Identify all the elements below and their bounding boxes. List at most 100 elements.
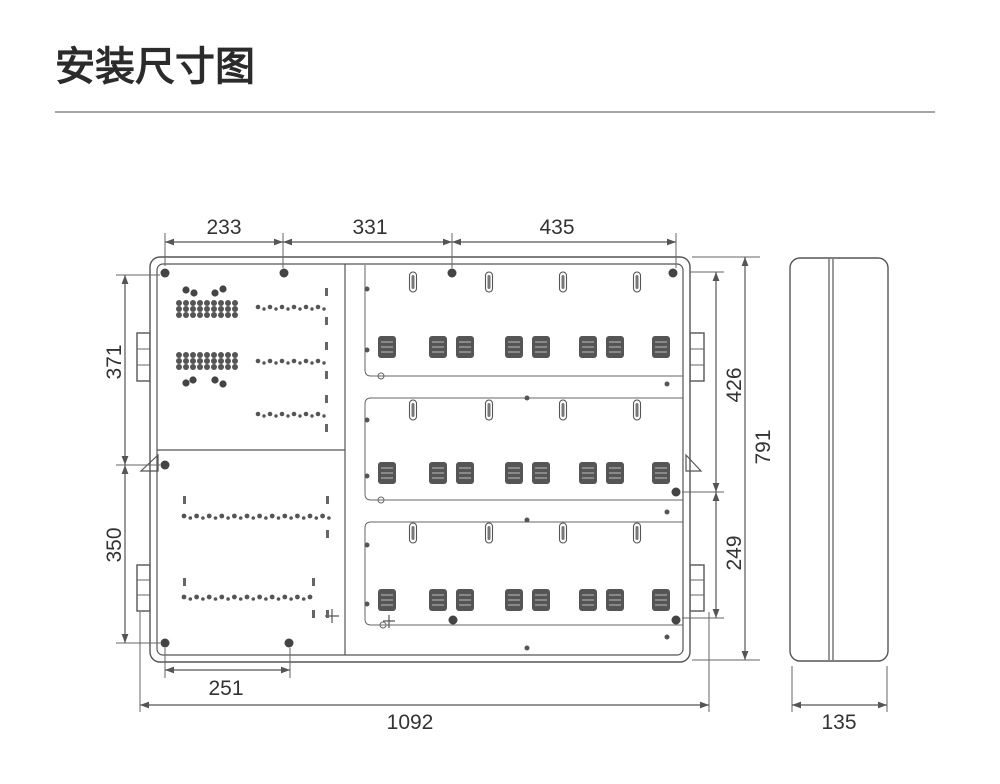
terminal-dot — [307, 513, 313, 519]
terminal-dot — [274, 414, 278, 418]
marker-dot — [524, 395, 530, 401]
meter-slot-core — [411, 526, 415, 540]
terminal-dot — [232, 306, 238, 312]
rail-stop — [377, 372, 385, 380]
mounting-hole — [448, 615, 458, 625]
meter-slot-core — [561, 526, 565, 540]
terminal-dot — [310, 361, 314, 365]
terminal-dot — [211, 358, 217, 364]
terminal-slot — [326, 530, 329, 538]
meter-module-3 — [364, 521, 683, 626]
mounting-hole — [160, 268, 170, 278]
terminal-dot — [211, 312, 217, 318]
terminal-dot — [310, 307, 314, 311]
terminal-dot — [276, 597, 281, 601]
terminal-dot — [295, 594, 300, 600]
terminal-dot — [190, 312, 196, 318]
terminal-dot — [232, 312, 238, 318]
terminal-dot — [307, 594, 313, 600]
terminal-dot — [303, 358, 309, 364]
terminal-dot — [286, 414, 290, 418]
terminal-dot — [262, 414, 266, 418]
terminal-dot — [197, 312, 203, 318]
terminal-dot — [301, 516, 306, 520]
meter-slot-core — [411, 275, 415, 289]
mounting-holes — [160, 268, 681, 648]
ground-mark — [383, 615, 395, 628]
terminal-dot — [218, 352, 224, 358]
mounting-hole — [284, 638, 294, 648]
terminal-dot — [244, 594, 250, 600]
terminal-dot — [279, 411, 285, 417]
terminal-slot — [325, 288, 328, 296]
left-tab — [139, 453, 159, 472]
terminal-dot — [190, 306, 196, 312]
terminal-dot — [262, 361, 266, 365]
terminal-dot — [225, 312, 231, 318]
terminal-dot — [267, 304, 273, 310]
terminal-dot — [251, 597, 256, 601]
terminal-dot — [211, 364, 217, 370]
side-view — [789, 257, 889, 662]
marker-dot — [364, 542, 370, 548]
terminal-dot — [322, 361, 326, 365]
terminal-dot — [310, 414, 314, 418]
terminal-slot — [326, 610, 329, 618]
terminal-slot — [325, 395, 328, 403]
terminal-dot — [291, 411, 297, 417]
dim-label-left-1: 371 — [103, 344, 126, 379]
dim-label-overall-height: 791 — [752, 429, 775, 464]
terminal-dot — [194, 594, 200, 600]
terminal-dot — [315, 358, 321, 364]
terminal-dot — [282, 513, 288, 519]
terminal-dot — [176, 358, 182, 364]
terminal-dot — [204, 306, 210, 312]
terminal-dot — [257, 594, 262, 600]
terminal-dot — [289, 597, 293, 601]
terminal-dot — [286, 307, 290, 311]
terminal-dot — [183, 306, 189, 312]
rail-stop — [379, 621, 387, 629]
left-lower-bracket — [136, 564, 151, 612]
terminal-slot — [325, 424, 328, 432]
terminal-dot — [213, 516, 218, 520]
terminal-dot — [176, 312, 182, 318]
mounting-hole — [160, 460, 170, 470]
page-title: 安装尺寸图 — [55, 44, 255, 90]
terminal-dot — [206, 594, 212, 600]
side-body — [789, 257, 889, 662]
marker-dot — [524, 517, 530, 523]
terminal-dot — [197, 306, 203, 312]
meter-slot-core — [561, 403, 565, 417]
right-upper-bracket — [689, 332, 705, 382]
terminal-dot — [298, 307, 302, 311]
marker-dot — [364, 286, 370, 292]
terminal-dot — [197, 358, 203, 364]
terminal-dot — [269, 594, 275, 600]
marker-dot — [364, 473, 370, 479]
terminal-dot — [255, 358, 261, 364]
terminal-dot — [282, 594, 288, 600]
terminal-dot — [225, 352, 231, 358]
terminal-dot — [269, 513, 275, 519]
terminal-dot — [183, 364, 189, 370]
terminal-dot — [188, 597, 193, 601]
terminal-dot — [286, 361, 290, 365]
terminal-dot — [204, 364, 210, 370]
right-lower-bracket — [689, 564, 705, 612]
front-view — [136, 256, 705, 663]
meter-module-2 — [364, 397, 683, 501]
terminal-dot — [211, 376, 219, 384]
terminal-dot — [226, 516, 230, 520]
terminal-dot — [255, 304, 261, 310]
terminal-dot — [219, 380, 227, 388]
terminal-dot — [176, 300, 182, 306]
terminal-dot — [182, 379, 190, 387]
terminal-dot — [218, 300, 224, 306]
terminal-dot — [291, 304, 297, 310]
terminal-dot — [189, 376, 197, 384]
small-markers — [364, 286, 670, 651]
meter-slot-core — [487, 403, 491, 417]
terminal-dot — [315, 304, 321, 310]
dimensions: 233 331 435 371 350 426 249 791 251 109 — [103, 216, 888, 734]
